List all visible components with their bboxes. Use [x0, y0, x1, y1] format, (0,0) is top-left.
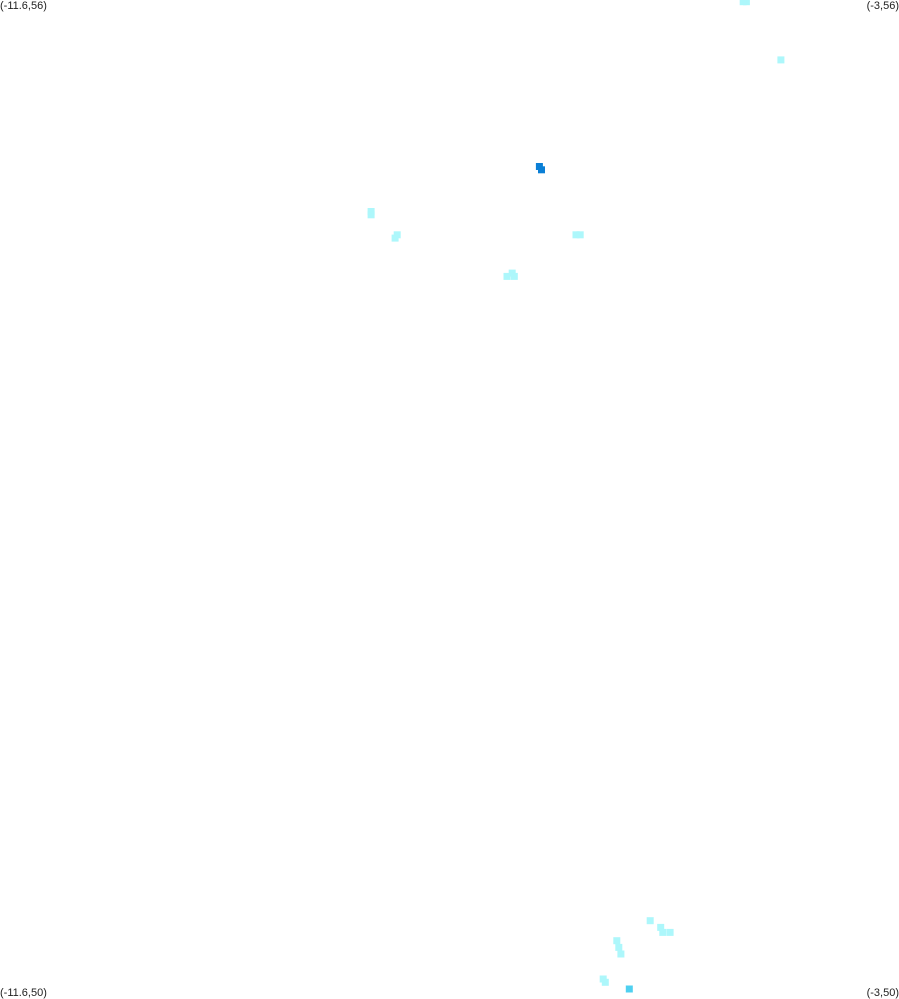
data-cell — [367, 211, 375, 219]
data-cell — [666, 928, 674, 936]
data-cell — [625, 985, 633, 993]
corner-label-top-right: (-3,56) — [866, 0, 899, 12]
corner-label-bottom-right: (-3,50) — [866, 987, 899, 999]
data-cell — [659, 928, 667, 936]
data-cell — [503, 272, 511, 280]
data-cell — [613, 937, 621, 945]
corner-label-bottom-left: (-11.6,50) — [0, 987, 47, 999]
data-cell — [739, 0, 747, 6]
corner-label-top-left: (-11.6,56) — [0, 0, 47, 12]
data-cell — [777, 56, 785, 64]
data-cell — [617, 950, 625, 958]
data-cell — [576, 231, 584, 239]
data-cell — [391, 234, 399, 242]
data-cell — [615, 943, 623, 951]
data-cell — [601, 978, 609, 986]
data-cell — [646, 917, 654, 925]
data-cell — [510, 272, 518, 280]
data-cell — [572, 231, 580, 239]
data-cell — [657, 923, 665, 931]
data-cell — [538, 166, 545, 174]
